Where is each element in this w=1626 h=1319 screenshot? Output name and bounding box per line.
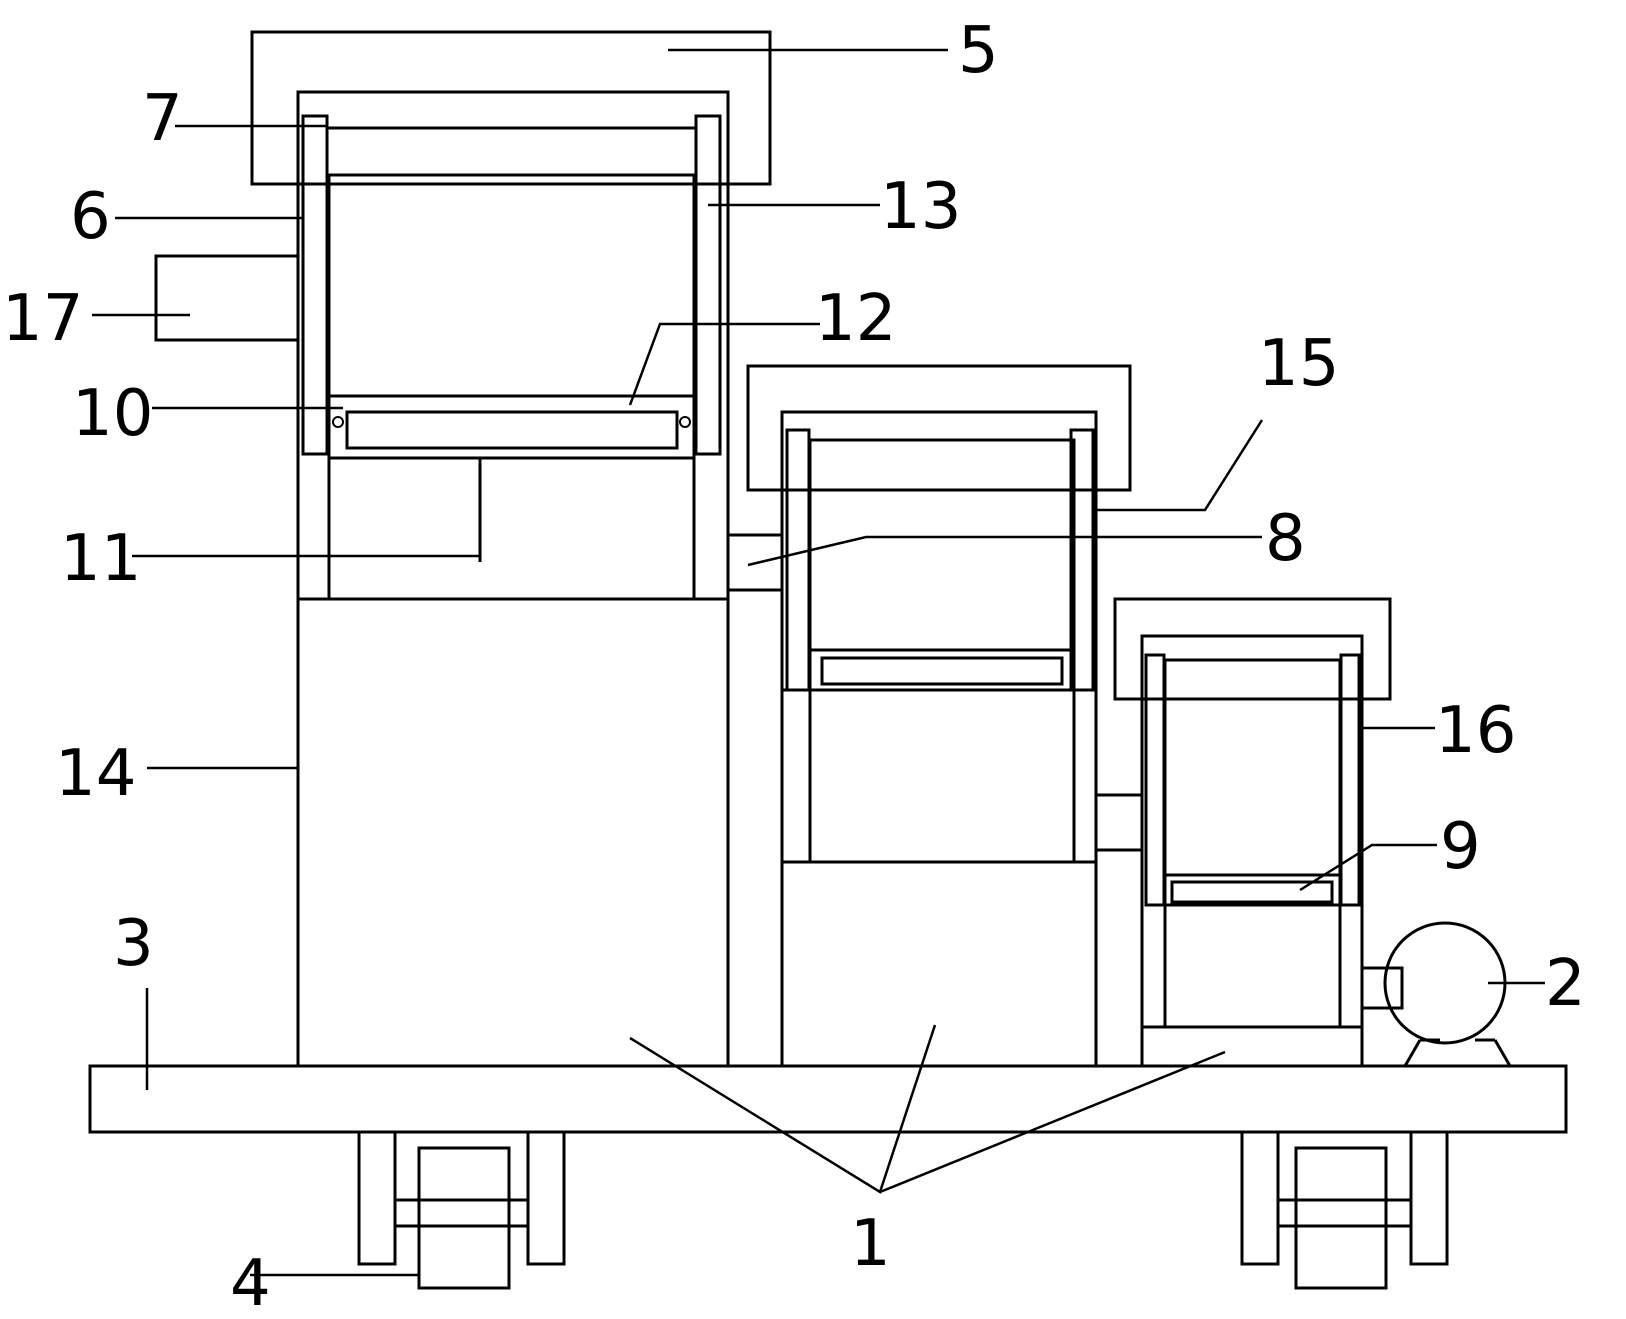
label-10: 10 [72,377,153,451]
label-2: 2 [1545,947,1586,1021]
label-4: 4 [230,1247,271,1319]
label-6: 6 [70,180,111,254]
label-11: 11 [60,522,141,596]
medium-box [726,364,1132,1066]
small-box [1113,597,1392,1066]
label-17: 17 [2,282,83,356]
fan-motor [1360,921,1512,1067]
label-16: 16 [1435,694,1516,768]
leader-lines [92,48,1545,1277]
large-box [154,30,772,1066]
base-plate [88,1064,1568,1134]
label-9: 9 [1440,810,1481,884]
label-3: 3 [113,907,154,981]
label-15: 15 [1258,327,1339,401]
label-14: 14 [55,737,136,811]
label-5: 5 [958,14,999,88]
duct-right [1094,793,1144,852]
label-7: 7 [142,82,183,156]
label-1: 1 [850,1207,891,1281]
label-12: 12 [815,282,896,356]
wheel-left [357,1130,566,1290]
wheel-right [1240,1130,1449,1290]
label-8: 8 [1265,502,1306,576]
label-13: 13 [880,170,961,244]
duct-left [728,533,782,592]
part-labels: 5 7 6 13 17 12 15 10 11 8 16 14 9 3 2 1 … [2,14,1586,1319]
